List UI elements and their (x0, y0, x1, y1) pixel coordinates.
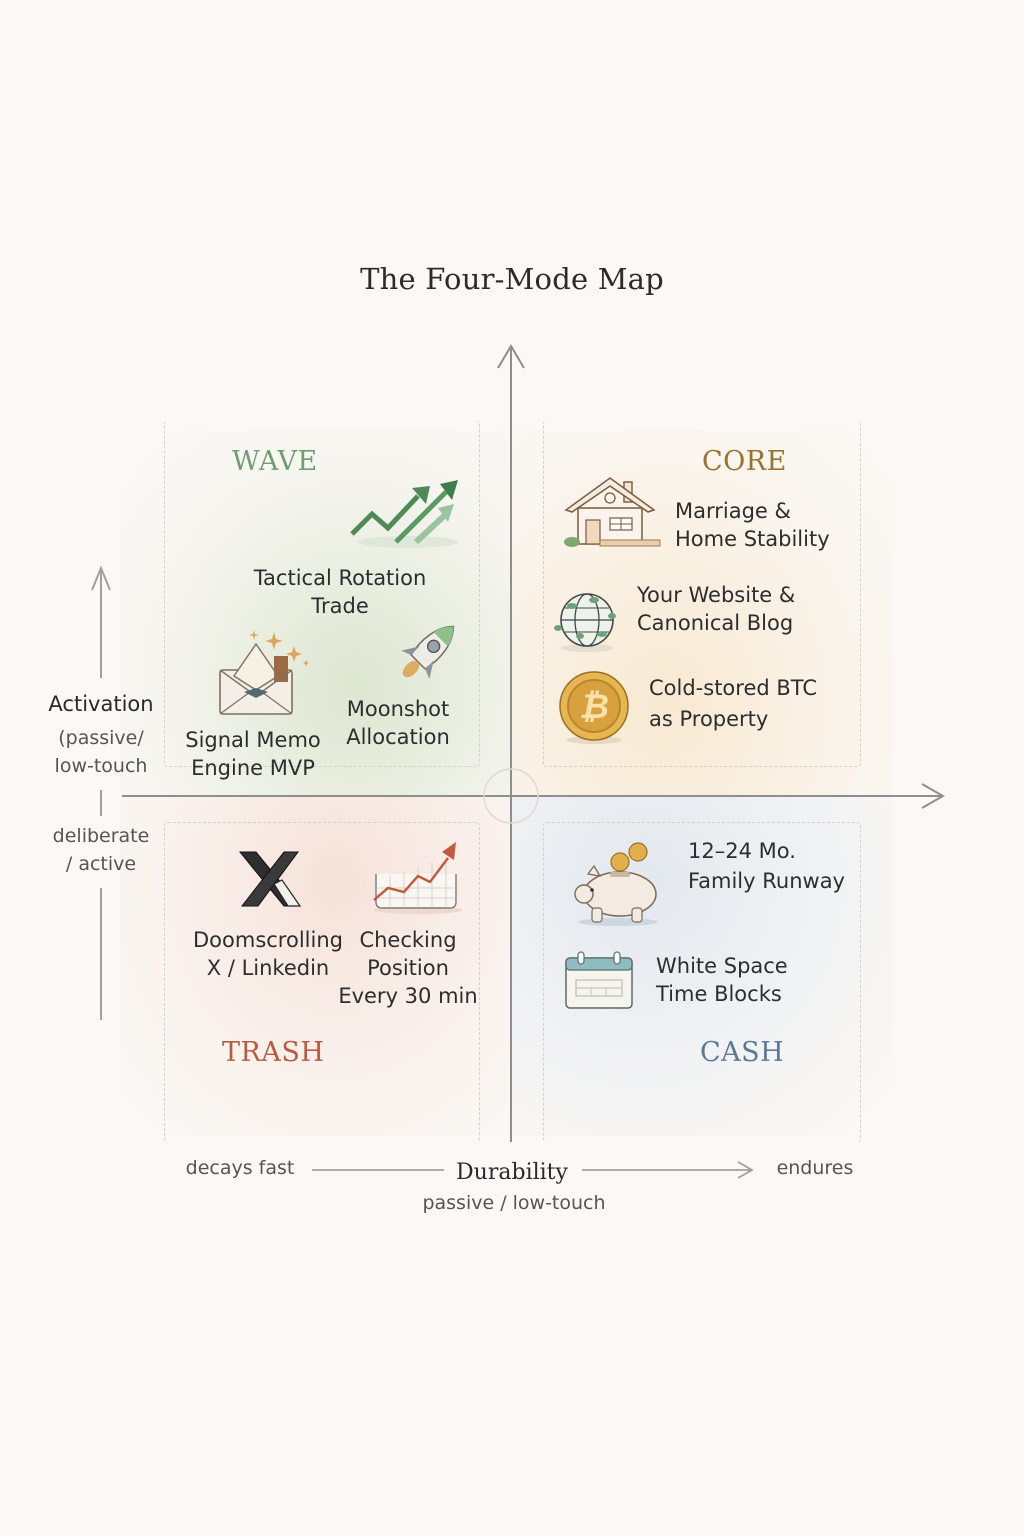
durability-subtitle: passive / low-touch (422, 1192, 606, 1214)
durability-right-label: endures (776, 1157, 854, 1179)
item-doomscrolling: Doomscrolling X / Linkedin (190, 926, 346, 982)
trash-label: TRASH (222, 1037, 325, 1068)
core-dashed-frame (543, 420, 861, 767)
item-line: Cold-stored BTC (649, 676, 818, 700)
item-line: Moonshot (346, 697, 450, 721)
item-line: Allocation (346, 725, 450, 749)
trend-arrows-icon (350, 480, 458, 548)
horizontal-axis (122, 783, 946, 809)
item-line: Your Website & (637, 583, 796, 607)
globe-icon (554, 593, 616, 652)
label-line: / active (65, 853, 137, 875)
vertical-axis (497, 344, 525, 1142)
activation-lower-label: deliberate / active (36, 822, 166, 878)
cash-dashed-frame (543, 822, 861, 1143)
item-line: Tactical Rotation (253, 566, 427, 590)
item-family-runway: 12–24 Mo. Family Runway (688, 836, 845, 896)
item-line: X / Linkedin (206, 956, 330, 980)
item-signal-memo-engine-mvp: Signal Memo Engine MVP (178, 726, 328, 782)
item-line: Doomscrolling (193, 928, 343, 952)
item-line: Every 30 min (338, 984, 478, 1008)
activation-axis-arrow (91, 565, 111, 1020)
diagram-title: The Four-Mode Map (360, 262, 664, 296)
item-line: Signal Memo (185, 728, 321, 752)
item-line: Engine MVP (191, 756, 315, 780)
item-line: Checking (359, 928, 457, 952)
label-line: (passive/ (58, 727, 144, 749)
cash-label: CASH (700, 1037, 785, 1068)
trash-dashed-frame (164, 822, 480, 1143)
item-line: Position (367, 956, 449, 980)
core-label: CORE (702, 446, 787, 477)
svg-text:₿: ₿ (579, 687, 609, 727)
label-line: deliberate (52, 825, 150, 847)
item-cold-stored-btc: Cold-stored BTC as Property (649, 673, 817, 735)
item-line: as Property (649, 707, 769, 731)
rocket-icon (401, 625, 455, 679)
item-tactical-rotation-trade: Tactical Rotation Trade (236, 564, 444, 620)
x-logo-icon (238, 851, 302, 907)
item-line: White Space (656, 954, 788, 978)
house-icon (564, 477, 661, 547)
piggy-bank-icon (574, 842, 658, 926)
activation-axis-title: Activation (48, 692, 154, 716)
item-line: 12–24 Mo. (688, 839, 796, 863)
item-line: Time Blocks (656, 982, 782, 1006)
wave-dashed-frame (164, 420, 480, 767)
origin-circle (483, 768, 539, 824)
item-moonshot-allocation: Moonshot Allocation (334, 695, 462, 751)
item-line: Marriage & (675, 499, 791, 523)
item-line: Home Stability (675, 527, 830, 551)
item-line: Canonical Blog (637, 611, 794, 635)
activation-upper-label: (passive/ low-touch (36, 724, 166, 780)
stock-chart-icon (373, 842, 462, 914)
item-website-canonical-blog: Your Website & Canonical Blog (637, 581, 795, 637)
item-white-space-time-blocks: White Space Time Blocks (656, 952, 788, 1008)
durability-left-label: decays fast (185, 1157, 295, 1179)
bitcoin-icon: ₿ (559, 671, 629, 744)
item-line: Family Runway (688, 869, 845, 893)
item-marriage-home-stability: Marriage & Home Stability (675, 497, 830, 553)
envelope-sparkle-icon (219, 630, 309, 715)
calendar-icon (565, 951, 633, 1009)
wave-label: WAVE (232, 446, 318, 477)
durability-axis-arrow (312, 1161, 754, 1179)
item-checking-position: Checking Position Every 30 min (336, 926, 480, 1010)
item-line: Trade (311, 594, 369, 618)
durability-axis-title: Durability (456, 1160, 568, 1185)
label-line: low-touch (54, 755, 148, 777)
